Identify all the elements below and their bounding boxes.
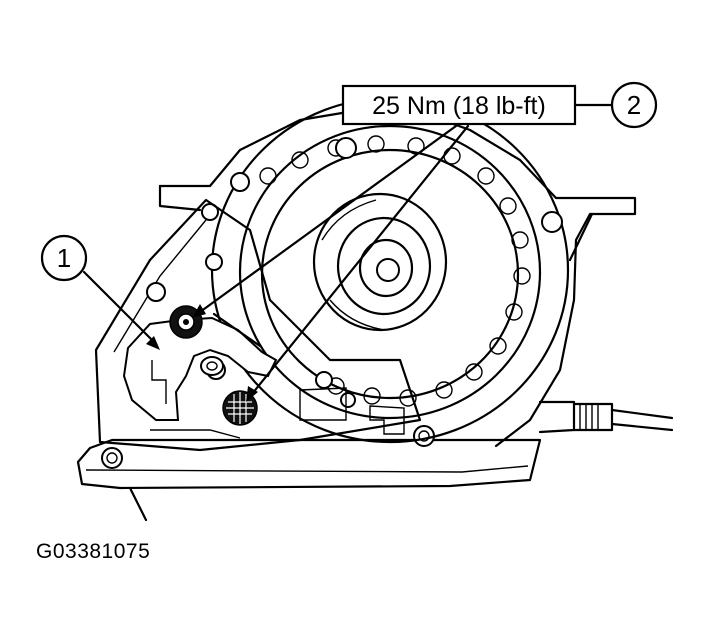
callout-2-number: 2	[627, 90, 641, 120]
callout-1: 1	[40, 234, 160, 350]
torque-spec-callout: 25 Nm (18 lb-ft) 2	[192, 81, 658, 402]
torque-spec-label: 25 Nm (18 lb-ft)	[372, 92, 546, 120]
callout-1-number: 1	[57, 243, 71, 273]
bolt-upper	[169, 305, 203, 339]
central-hub	[312, 192, 448, 332]
valve-body-plate	[94, 198, 422, 452]
figure-id: G03381075	[36, 540, 151, 563]
shift-cable	[538, 400, 674, 434]
case-base-plate	[76, 425, 542, 522]
manual-shift-lever	[122, 312, 278, 421]
rear-housing	[158, 108, 637, 448]
